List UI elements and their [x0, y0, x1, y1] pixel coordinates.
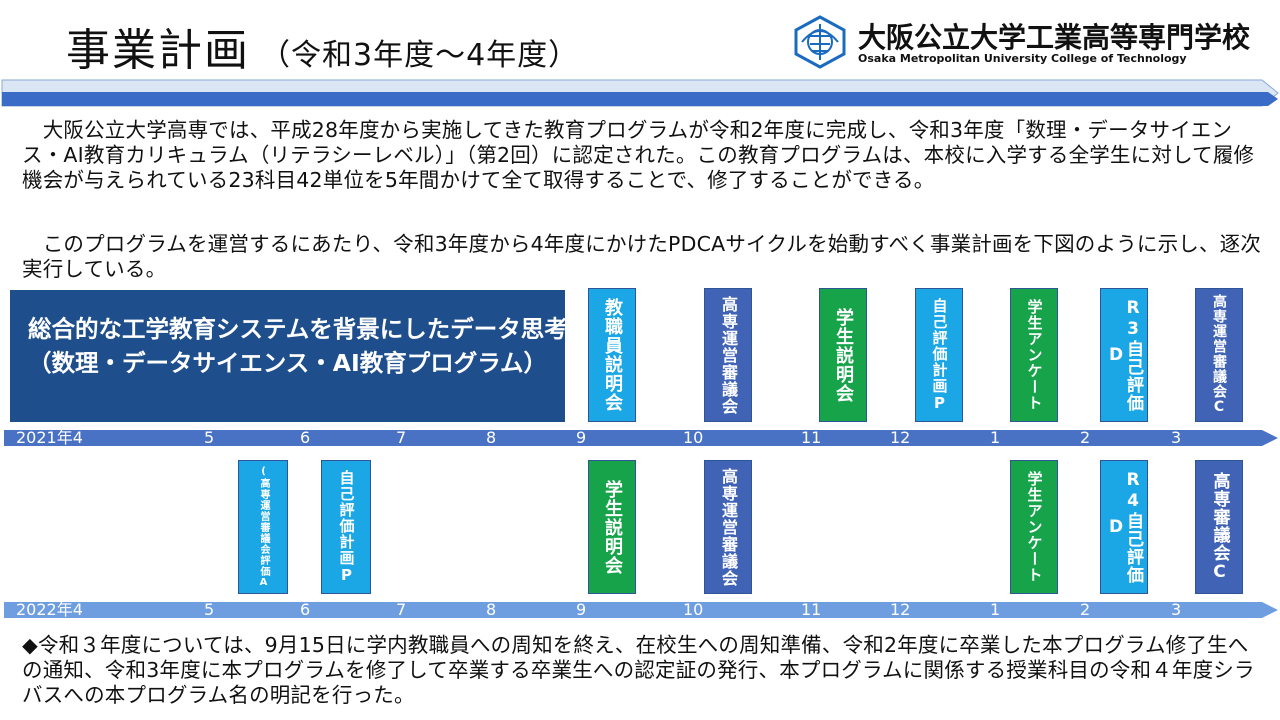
intro-paragraph-1: 大阪公立大学高専では、平成28年度から実施してきた教育プログラムが令和2年度に完…: [22, 118, 1255, 192]
timeline-2021-month: 1: [990, 428, 1001, 447]
timeline-2022-month: 11: [801, 600, 822, 619]
event-2022-3: 高専運営審議会: [704, 460, 752, 594]
school-name-en: Osaka Metropolitan University College of…: [858, 52, 1187, 65]
event-2022-1: 自己評価計画P: [321, 460, 371, 594]
timeline-2021-month: 9: [576, 428, 587, 447]
page-title: 事業計画 （令和3年度～4年度）: [66, 14, 579, 78]
timeline-2022-month: 5: [204, 600, 215, 619]
event-2021-6: 高専運営審議会C: [1195, 288, 1243, 422]
timeline-2022-month: 3: [1171, 600, 1182, 619]
event-2022-0: (高専運営審議会評価A: [238, 460, 288, 594]
timeline-2021-month: 5: [204, 428, 215, 447]
event-2022-5: R4自己評価D: [1100, 460, 1148, 594]
timeline-2021-start: 2021年4: [16, 428, 83, 447]
event-2022-4: 学生アンケート: [1010, 460, 1058, 594]
timeline-2021-month: 7: [396, 428, 407, 447]
headline-line-1: 総合的な工学教育システムを背景にしたデータ思考力の涵養: [28, 315, 662, 343]
timeline-2021-arrow: [4, 430, 1278, 446]
event-2021-1: 高専運営審議会: [704, 288, 752, 422]
timeline-2022-month: 7: [396, 600, 407, 619]
event-2021-3: 自己評価計画P: [915, 288, 963, 422]
timeline-2022-month: 1: [990, 600, 1001, 619]
timeline-2022-month: 9: [576, 600, 587, 619]
timeline-2021-month: 3: [1171, 428, 1182, 447]
event-2021-0: 教職員説明会: [588, 288, 636, 422]
timeline-2021-month: 12: [890, 428, 911, 447]
school-logo: 大阪公立大学工業高等専門学校 Osaka Metropolitan Univer…: [792, 14, 1262, 70]
event-2021-2: 学生説明会: [819, 288, 867, 422]
page-subtitle: （令和3年度～4年度）: [260, 38, 580, 73]
timeline-2021-month: 2: [1080, 428, 1091, 447]
summary-paragraph: ◆令和３年度については、9月15日に学内教職員への周知を終え、在校生への周知準備…: [22, 633, 1255, 707]
timeline-2022-start: 2022年4: [16, 600, 83, 619]
header-banner: [1, 79, 1279, 107]
school-emblem-icon: [794, 15, 846, 69]
timeline-2022-month: 12: [890, 600, 911, 619]
event-2021-5: R3自己評価D: [1100, 288, 1148, 422]
timeline-2022-month: 2: [1080, 600, 1091, 619]
school-name: 大阪公立大学工業高等専門学校: [858, 21, 1251, 54]
timeline-2021-month: 11: [801, 428, 822, 447]
timeline-2022-month: 6: [300, 600, 311, 619]
intro-paragraph-2: このプログラムを運営するにあたり、令和3年度から4年度にかけたPDCAサイクルを…: [22, 232, 1262, 281]
title-text: 事業計画: [66, 25, 250, 76]
event-2022-6: 高専審議会C: [1195, 460, 1243, 594]
timeline-2022-labels: 2022年4 5 6 7 8 9 10 11 12 1 2 3: [0, 599, 1280, 621]
timeline-2022-month: 10: [683, 600, 704, 619]
event-2022-2: 学生説明会: [588, 460, 636, 594]
timeline-2021-month: 8: [486, 428, 497, 447]
timeline-2021-labels: 2021年4 5 6 7 8 9 10 11 12 1 2 3: [0, 427, 1280, 449]
timeline-2022-arrow: [4, 602, 1278, 618]
timeline-2022-month: 8: [486, 600, 497, 619]
timeline-2021-month: 10: [683, 428, 704, 447]
program-headline: 総合的な工学教育システムを背景にしたデータ思考力の涵養 （数理・データサイエンス…: [10, 290, 662, 422]
headline-line-2: （数理・データサイエンス・AI教育プログラム）: [28, 349, 548, 377]
timeline-2021-month: 6: [300, 428, 311, 447]
event-2021-4: 学生アンケート: [1010, 288, 1058, 422]
